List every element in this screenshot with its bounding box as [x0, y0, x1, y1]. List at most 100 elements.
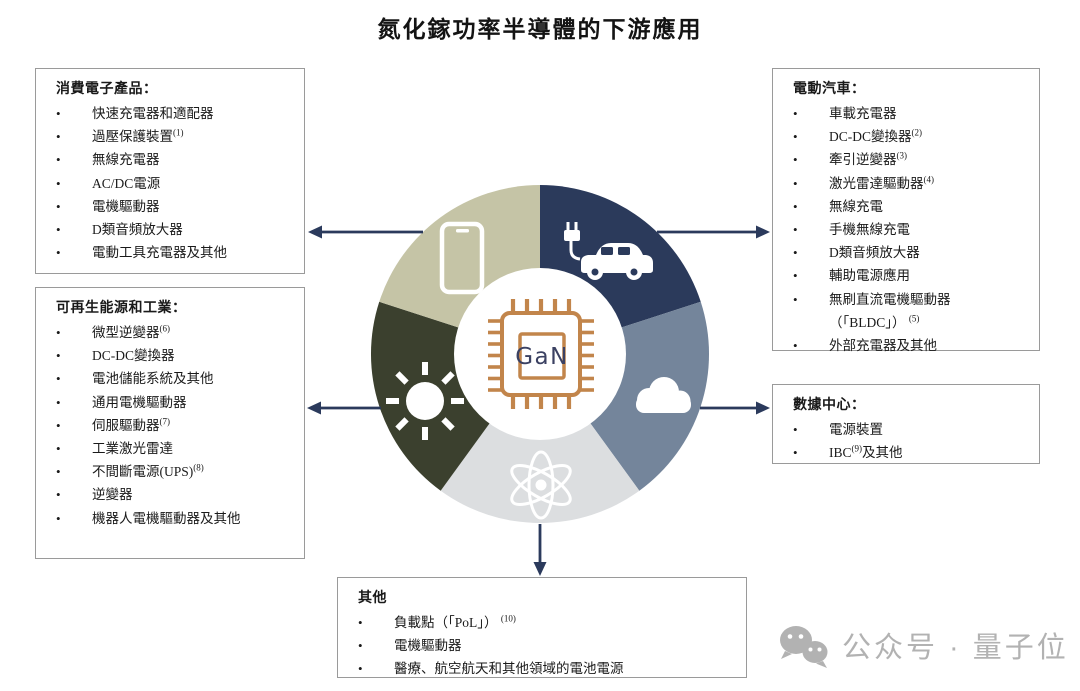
box-list: •快速充電器和適配器•過壓保護裝置(1)•無線充電器•AC/DC電源•電機驅動器… — [56, 102, 296, 264]
item-text: 微型逆變器(6) — [92, 323, 170, 340]
item-text: 過壓保護裝置(1) — [92, 127, 184, 145]
item-text: 通用電機驅動器 — [92, 394, 187, 410]
item-text: 工業激光雷達 — [92, 441, 173, 457]
list-item: • D類音頻放大器 — [793, 241, 1031, 264]
list-item: •外部充電器及其他 — [793, 334, 1031, 357]
bullet-icon: • — [793, 291, 798, 307]
list-item: • 醫療、航空航天和其他領域的電池電源 — [358, 657, 738, 680]
list-item: •DC-DC變換器 — [56, 344, 296, 367]
watermark-text: 公众号 · 量子位 — [842, 632, 1069, 664]
item-text: 電池儲能系統及其他 — [92, 371, 214, 387]
bullet-icon: • — [56, 441, 61, 457]
connector-arrow-heads — [307, 225, 770, 576]
item-text: 負載點（「PoL」） (10) — [394, 613, 516, 630]
item-text: 快速充電器和適配器 — [92, 106, 214, 121]
list-item: •D類音頻放大器 — [56, 218, 296, 241]
bullet-icon: • — [56, 245, 61, 261]
bullet-icon: • — [793, 245, 798, 261]
item-text: DC-DC變換器(2) — [829, 127, 923, 145]
box-list: •微型逆變器(6)•DC-DC變換器•電池儲能系統及其他•通用電機驅動器•伺服驅… — [56, 321, 296, 530]
atom-icon — [510, 450, 572, 520]
list-item: • 手機無線充電 — [793, 218, 1031, 241]
list-item: •逆變器 — [56, 483, 296, 506]
list-item: • 負載點（「PoL」） (10) — [358, 611, 738, 634]
list-item: • 過壓保護裝置(1) — [56, 125, 296, 148]
bullet-icon: • — [793, 198, 798, 214]
list-item: • 輔助電源應用 — [793, 264, 1031, 287]
list-item: •快速充電器和適配器 — [56, 102, 296, 125]
item-text: 手機無線充電 — [829, 222, 910, 238]
bullet-icon: • — [793, 175, 798, 191]
arrowhead-renewable-industry — [307, 401, 321, 415]
list-item: •無刷直流電機驅動器 （「BLDC」） (5) — [793, 288, 1031, 334]
list-item: •電機驅動器 — [56, 195, 296, 218]
bullet-icon: • — [793, 106, 798, 121]
item-text: 無線充電器 — [92, 152, 160, 168]
item-text: 電動工具充電器及其他 — [92, 245, 227, 261]
list-item: •IBC(9)及其他 — [793, 441, 1031, 464]
wechat-icon — [780, 626, 828, 668]
gan-chip-icon — [488, 299, 594, 409]
item-text: 伺服驅動器(7) — [92, 416, 170, 433]
item-text: 電源裝置 — [829, 422, 883, 437]
bullet-icon: • — [56, 129, 61, 145]
item-text: 車載充電器 — [829, 106, 897, 121]
list-item: • 機器人電機驅動器及其他 — [56, 507, 296, 530]
item-text: 無線充電 — [829, 198, 883, 214]
bullet-icon: • — [358, 638, 363, 654]
car-charging-icon — [564, 222, 653, 280]
item-text: 機器人電機驅動器及其他 — [92, 510, 241, 526]
bullet-icon: • — [56, 417, 61, 433]
bullet-icon: • — [793, 445, 798, 461]
box-title: 可再生能源和工業： — [56, 301, 187, 316]
arrowhead-others — [533, 562, 547, 576]
bullet-icon: • — [56, 152, 61, 168]
bullet-icon: • — [56, 394, 61, 410]
bullet-icon: • — [56, 510, 61, 526]
item-text: 輔助電源應用 — [829, 268, 910, 284]
bullet-icon: • — [358, 615, 363, 630]
item-text: 醫療、航空航天和其他領域的電池電源 — [394, 661, 624, 677]
list-item: •不間斷電源(UPS)(8) — [56, 460, 296, 483]
bullet-icon: • — [56, 175, 61, 191]
smartphone-icon — [439, 221, 485, 295]
list-item: • 工業激光雷達 — [56, 437, 296, 460]
box-title: 電動汽車： — [793, 82, 866, 97]
bullet-icon: • — [793, 152, 798, 168]
box-others: 其他 • 負載點（「PoL」） (10) • 電機驅動器 • 醫療、航空航天和其他領域的電… — [337, 577, 747, 678]
box-electric-vehicles: 電動汽車： • 車載充電器 • DC-DC變換器(2) •牽引逆變器(3)•激光雷達驅動… — [772, 68, 1040, 353]
box-consumer-electronics: 消費電子產品： •快速充電器和適配器•過壓保護裝置(1)•無線充電器•AC/DC… — [35, 68, 305, 274]
box-list: •車載充電器•DC-DC變換器(2)•牽引逆變器(3)•激光雷達驅動器(4)•無… — [793, 102, 1031, 357]
item-text: D類音頻放大器 — [829, 245, 920, 261]
list-item: • 通用電機驅動器 — [56, 391, 296, 414]
bullet-icon: • — [56, 371, 61, 387]
item-text: 不間斷電源(UPS)(8) — [92, 462, 204, 480]
box-title: 消費電子產品： — [56, 82, 158, 97]
list-item: • 無線充電器 — [56, 148, 296, 171]
arrowhead-electric-vehicles — [756, 225, 770, 239]
item-text: 電機驅動器 — [394, 638, 462, 654]
list-item: • 車載充電器 — [793, 102, 1031, 125]
bullet-icon: • — [793, 222, 798, 238]
connector-arrow-lines — [317, 230, 760, 566]
item-text: AC/DC電源 — [92, 175, 161, 191]
arrowhead-data-center — [756, 401, 770, 415]
list-item: • DC-DC變換器(2) — [793, 125, 1031, 148]
sun-icon — [386, 362, 464, 440]
list-item: •電源裝置 — [793, 418, 1031, 441]
bullet-icon: • — [793, 129, 798, 145]
watermark: 公众号 · 量子位 — [776, 620, 1069, 670]
item-text: D類音頻放大器 — [92, 222, 183, 238]
arrowhead-consumer-electronics — [308, 225, 322, 239]
list-item: •激光雷達驅動器(4) — [793, 172, 1031, 195]
box-list: • 負載點（「PoL」） (10) • 電機驅動器 • 醫療、航空航天和其他領域的電池電源 — [358, 611, 738, 681]
item-text: 外部充電器及其他 — [829, 338, 937, 354]
bullet-icon: • — [793, 268, 798, 284]
bullet-icon: • — [358, 661, 363, 677]
box-title: 數據中心： — [793, 398, 866, 413]
list-item: •牽引逆變器(3) — [793, 148, 1031, 171]
box-title: 其他 — [358, 591, 387, 606]
box-data-center: 數據中心： •電源裝置•IBC(9)及其他 — [772, 384, 1040, 464]
bullet-icon: • — [56, 348, 61, 364]
